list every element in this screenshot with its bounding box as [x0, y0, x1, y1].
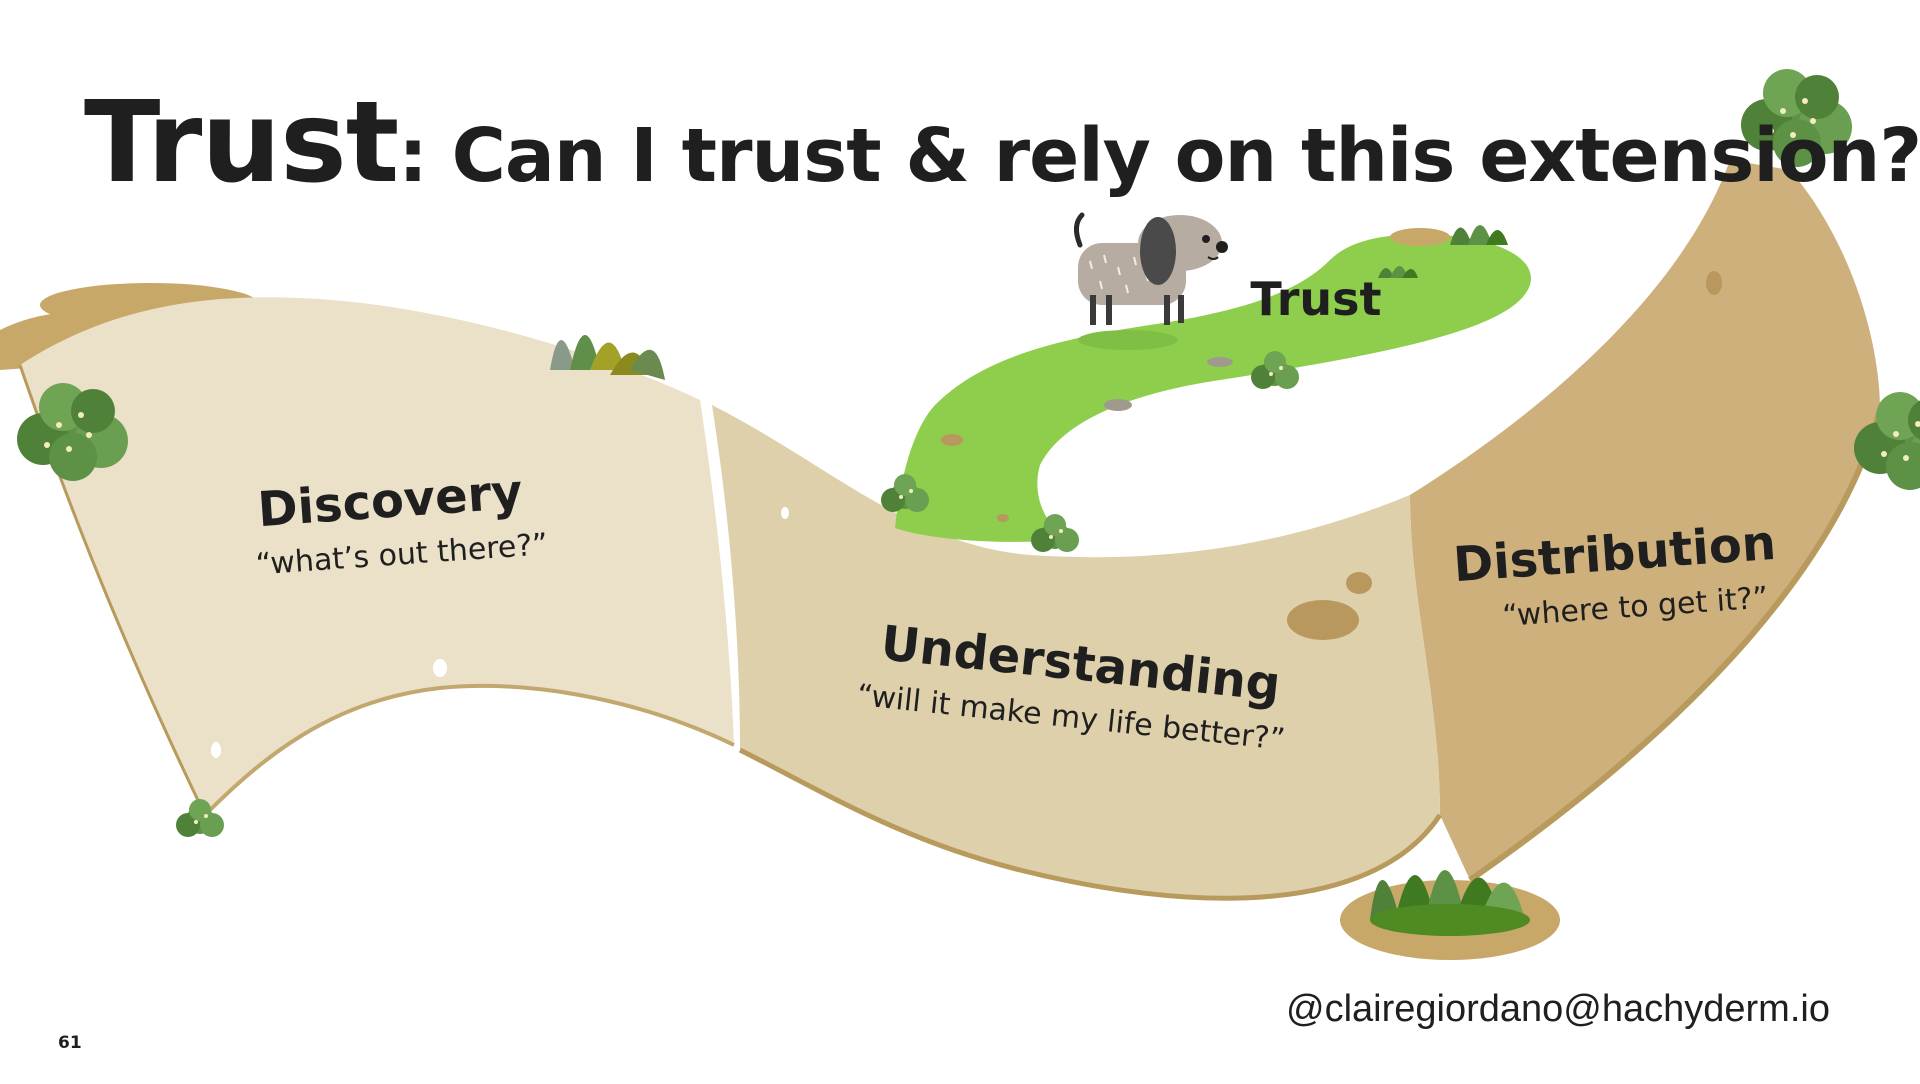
trust-path: [895, 234, 1531, 542]
grass-tuft-icon: [550, 335, 665, 380]
discovery-path-segment: [20, 297, 734, 816]
understanding-path-segment: [712, 405, 1440, 899]
author-handle: @clairegiordano@hachyderm.io: [1286, 988, 1830, 1030]
grass-tuft-icon: [1340, 870, 1560, 960]
dog-illustration: [1074, 212, 1228, 325]
title-keyword: Trust: [84, 78, 399, 208]
trust-label: Trust: [1250, 272, 1381, 326]
distribution-path-segment: [1410, 160, 1880, 880]
slide-title: Trust: Can I trust & rely on this extens…: [84, 78, 1920, 208]
slide-number: 61: [58, 1033, 82, 1053]
grass-tuft-icon: [1390, 225, 1508, 246]
title-question: : Can I trust & rely on this extension?: [398, 113, 1920, 199]
grass-tuft-icon: [1378, 266, 1418, 278]
